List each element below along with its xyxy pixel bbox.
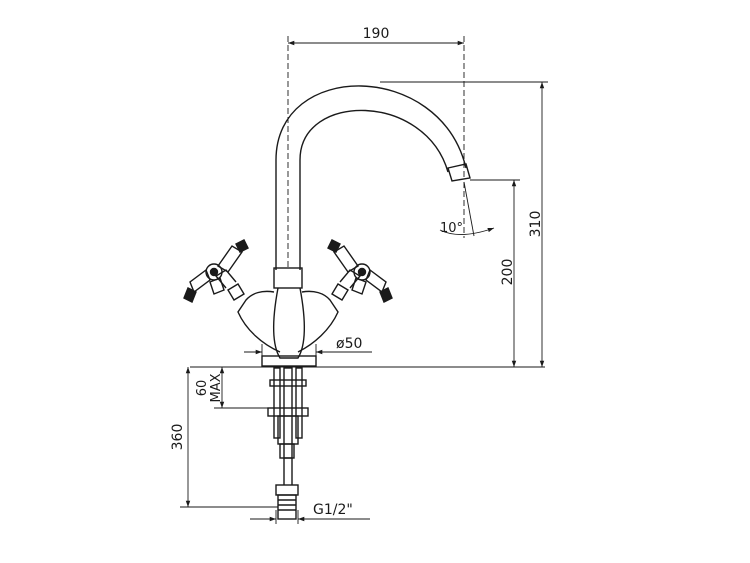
central-column — [273, 287, 305, 359]
right-handle-arm-top — [332, 245, 360, 273]
thread-connector — [275, 484, 299, 496]
dim-angle-label: 10° — [440, 221, 463, 236]
faucet-body — [237, 85, 471, 367]
fixing-assembly — [267, 367, 309, 520]
dim-base-diameter — [244, 344, 372, 358]
dim-connection-length — [180, 367, 278, 508]
dim-max-deck-max: MAX — [209, 373, 224, 402]
fixing-nut-top — [269, 379, 307, 387]
dim-angle — [439, 181, 495, 238]
spout-tip — [447, 163, 471, 182]
dim-total-height-label: 310 — [528, 211, 544, 238]
right-valve-body — [297, 290, 339, 353]
dim-base-diameter-label: ø50 — [336, 336, 362, 352]
right-cross-handle — [327, 239, 393, 303]
right-handle-arm-left — [351, 277, 367, 295]
dim-max-deck — [214, 367, 270, 409]
left-handle-arm-right — [209, 277, 225, 295]
dim-reach — [287, 36, 465, 268]
left-handle-arm-left — [189, 268, 211, 294]
dim-thread-label: G1/2" — [313, 502, 353, 518]
dim-thread — [250, 510, 370, 524]
left-cross-handle — [183, 239, 249, 303]
dim-total-height — [380, 81, 548, 367]
base-flange — [261, 355, 317, 367]
left-handle-arm-top — [216, 245, 244, 273]
spout-collar — [273, 267, 303, 289]
dim-outlet-height-label: 200 — [500, 259, 516, 286]
dim-max-deck-value: 60 — [195, 380, 210, 397]
spout-inner — [299, 109, 449, 270]
dim-reach-label: 190 — [363, 26, 390, 42]
spout-outer — [275, 85, 467, 270]
dim-connection-length-label: 360 — [170, 424, 186, 451]
right-handle-arm-right — [365, 268, 387, 294]
left-valve-body — [237, 290, 281, 353]
dim-outlet-height — [470, 179, 520, 367]
